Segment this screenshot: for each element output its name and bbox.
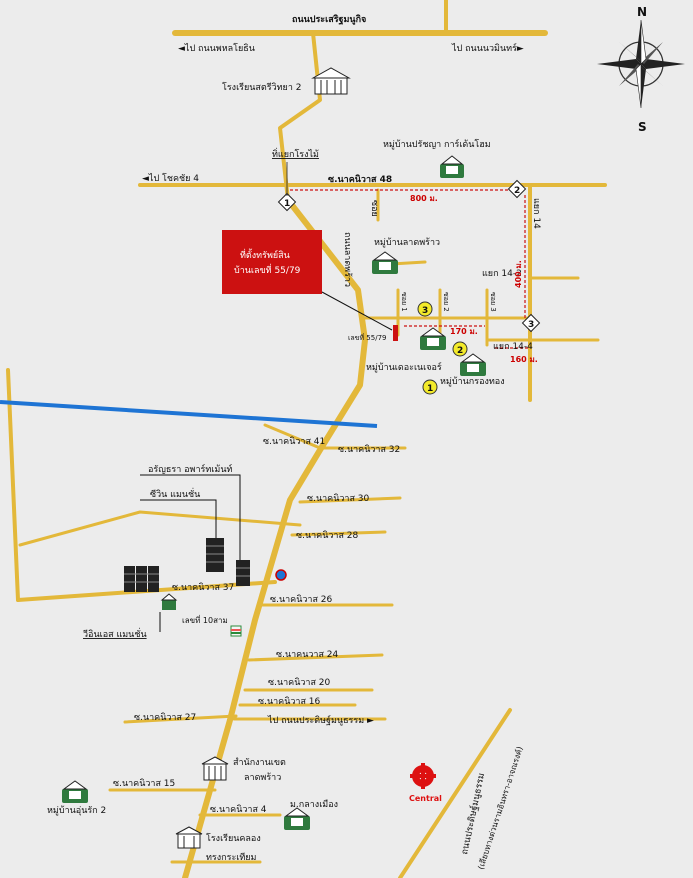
village-ladphrao-icon — [372, 251, 398, 274]
central-logo-icon — [410, 763, 436, 789]
road-label-soi24: ซ.นาคนวาส 24 — [276, 650, 339, 660]
svg-text:3: 3 — [422, 306, 428, 316]
junction-marker-1: 1 — [277, 192, 297, 212]
district-office-icon — [201, 756, 229, 781]
road-label-to-pradit: ไป ถนนประดิษฐ์มนูธรรม ► — [267, 714, 374, 726]
asset-marker-icon — [393, 325, 398, 341]
svg-text:2: 2 — [457, 346, 463, 356]
village-ladphrao-label: หมู่บ้านลาดพร้าว — [374, 237, 440, 248]
road-label-yaek14-2: แยก 14-2 — [482, 269, 522, 279]
svg-text:3: 3 — [528, 320, 534, 330]
village-ounrak-icon — [62, 780, 88, 803]
school-building-icon — [311, 67, 351, 95]
condo-tower-icon-1 — [206, 538, 224, 572]
school-top-label: โรงเรียนสตรีวิทยา 2 — [222, 82, 301, 93]
yellow-marker-2: 2 — [452, 341, 468, 357]
school-bottom-label-1: โรงเรียนคลอง — [206, 833, 261, 844]
road-label-top-main: ถนนประเสริฐมนูกิจ — [292, 14, 366, 25]
road-label-short-a: ซอย 1 — [400, 292, 408, 312]
school-bottom-label-2: ทรงกระเทียม — [206, 852, 257, 863]
asset-box-line1: ที่ตั้งทรัพย์สิน — [240, 248, 290, 261]
school-bottom-icon — [175, 826, 203, 849]
village-krongthong-label: หมู่บ้านกรองทอง — [440, 376, 505, 387]
yellow-marker-1: 1 — [422, 379, 438, 395]
road-label-soi28: ซ.นาคนิวาส 28 — [296, 530, 359, 541]
road-label-to-nawamin: ไป ถนนนวมินทร์► — [451, 42, 524, 54]
road-label-short-c: ซอย 3 — [489, 292, 497, 312]
compass-south-label: S — [638, 120, 647, 134]
district-office-label-1: สำนักงานเขต — [233, 757, 286, 768]
road-label-soi26: ซ.นาคนิวาส 26 — [270, 594, 333, 605]
road-label-soi41: ซ.นาคนิวาส 41 — [263, 436, 325, 447]
village-prichaya-icon — [440, 155, 464, 178]
asset-marker-label: เลขที่ 55/79 — [348, 333, 386, 342]
road-label-soi20: ซ.นาคนิวาส 20 — [268, 677, 331, 688]
condo3-label: เลขที่ 10สาม — [182, 614, 228, 625]
condo2-label: ซีวิน แมนชั่น — [150, 487, 200, 500]
road-label-to-chokchai: ◄ไป โชคชัย 4 — [142, 173, 199, 184]
distance-160m: 160 ม. — [510, 355, 538, 364]
road-label-yaek14-4: แยก 14-4 — [493, 342, 533, 352]
junction-marker-3: 3 — [521, 313, 541, 333]
road-label-soi32: ซ.นาคนิวาส 32 — [338, 444, 400, 455]
junction-marker-2: 2 — [507, 179, 527, 199]
road-label-soi-small: ซอย — [369, 200, 379, 217]
yellow-marker-3: 3 — [417, 301, 433, 317]
condo4-label: วีอินเอส แมนชั่น — [83, 627, 147, 640]
road-label-soi16: ซ.นาคนิวาส 16 — [258, 696, 321, 707]
distance-400m: 400 ม. — [514, 260, 523, 288]
asset-box-line2: บ้านเลขที่ 55/79 — [234, 263, 301, 276]
compass-rose-icon — [597, 19, 685, 109]
district-office-label-2: ลาดพร้าว — [244, 772, 281, 783]
village-krongthong-icon — [460, 353, 486, 376]
svg-text:1: 1 — [427, 384, 433, 394]
road-label-ladphrao-vertical: ถนนลาดพร้าว — [342, 232, 353, 287]
distance-170m: 170 ม. — [450, 327, 478, 336]
village-nature-icon — [420, 327, 446, 350]
central-label: Central — [409, 794, 442, 803]
village-ounrak-label: หมู่บ้านอุ่นรัก 2 — [47, 805, 106, 816]
compass-north-label: N — [637, 5, 647, 19]
svg-text:2: 2 — [514, 186, 520, 196]
convenience-store-icon — [230, 625, 242, 637]
market-icon — [284, 807, 310, 830]
road-label-short-b: ซอย 2 — [442, 292, 450, 312]
road-label-soi27: ซ.นาคนิวาส 27 — [134, 712, 196, 723]
distance-lines — [290, 189, 530, 349]
road-label-soi37: ซ.นาคนิวาส 37 — [172, 582, 234, 593]
gas-station-icon — [275, 569, 287, 581]
road-label-soi15: ซ.นาคนิวาส 15 — [113, 778, 175, 789]
small-house-icon — [160, 593, 178, 610]
distance-800m: 800 ม. — [410, 194, 438, 203]
road-pradit — [398, 708, 512, 878]
road-main-diagonal — [182, 197, 368, 878]
road-label-nak48: ซ.นาคนิวาส 48 — [328, 174, 392, 185]
condo1-label: อรัญธรา อพาร์ทเม้นท์ — [148, 463, 232, 475]
asset-location-box — [222, 230, 322, 294]
road-label-yaek14: แยก 14 — [531, 198, 541, 229]
village-nature-label: หมู่บ้านเดอะเนเจอร์ — [366, 361, 442, 373]
svg-text:1: 1 — [284, 199, 290, 209]
asset-pointer-line — [321, 291, 393, 331]
road-north-connector — [278, 31, 322, 202]
road-label-soi30: ซ.นาคนิวาส 30 — [307, 493, 370, 504]
road-label-soi4: ซ.นาคนิวาส 4 — [210, 804, 267, 815]
village-prichaya-label: หมู่บ้านปรัชญา การ์เด้นโฮม — [383, 138, 491, 150]
market-label: ม.กลางเมือง — [290, 799, 338, 810]
junction-pole-label: ทิ่แยกโรงไม้ — [272, 147, 319, 160]
road-label-to-phahon: ◄ไป ถนนพหลโยธิน — [178, 43, 255, 54]
canal — [0, 400, 378, 428]
condo-tower-group-icon — [124, 566, 159, 592]
condo-tower-icon-2 — [236, 560, 250, 586]
